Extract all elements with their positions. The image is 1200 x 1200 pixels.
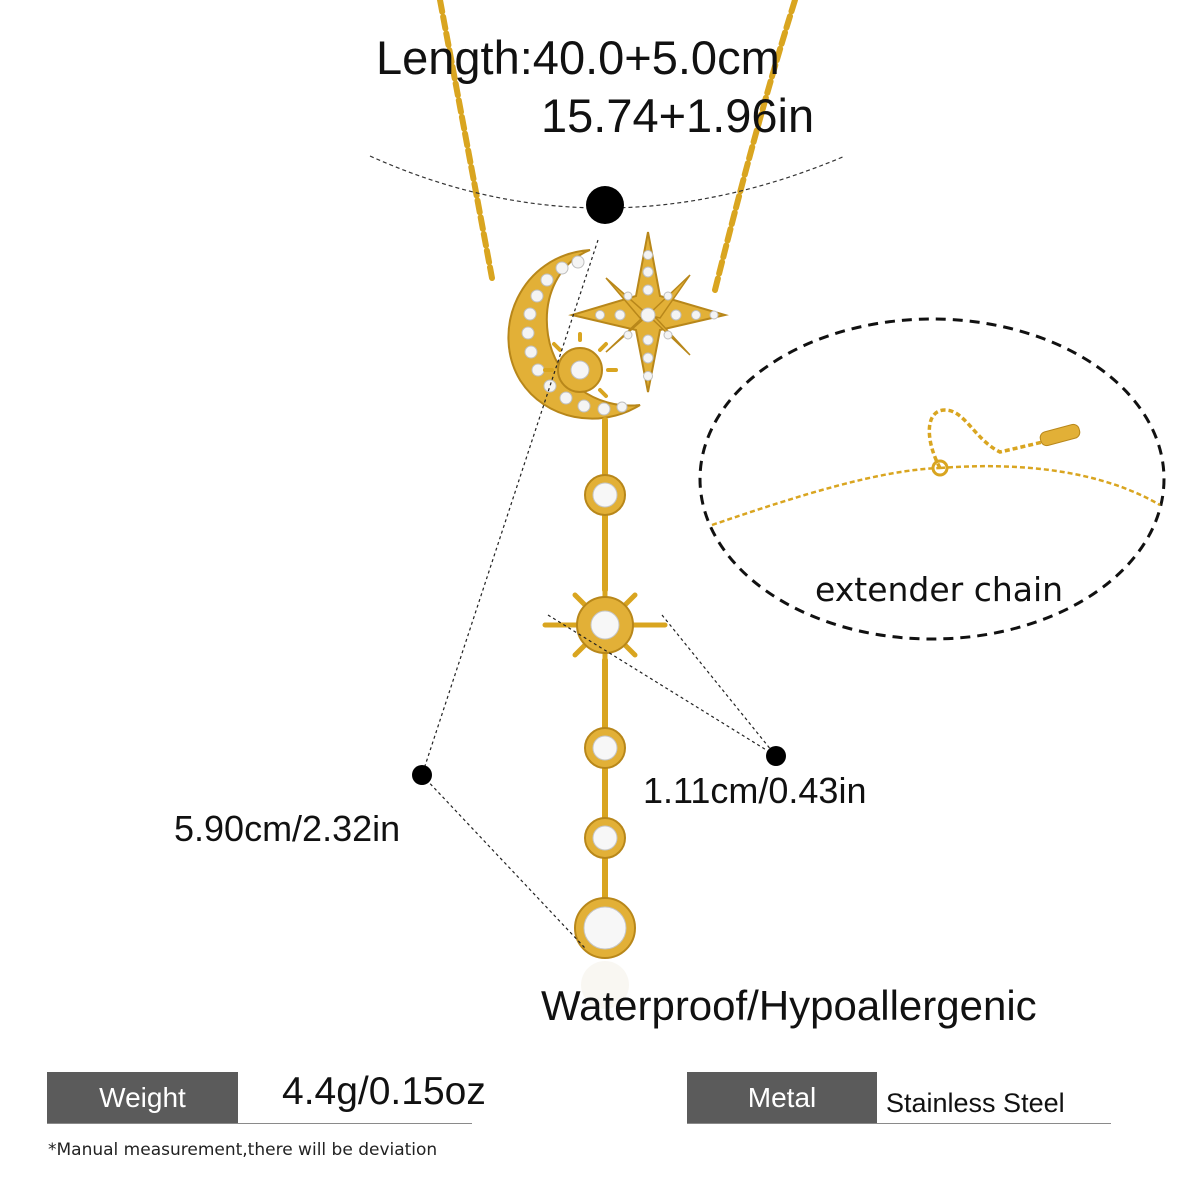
necklace-chain <box>437 0 798 293</box>
length-in-text: 15.74+1.96in <box>541 89 815 142</box>
length-measure-dot <box>586 186 624 224</box>
length-cm-text: Length:40.0+5.0cm <box>376 31 780 84</box>
pendant-measure-lines <box>421 239 777 949</box>
pendant-length-text: 5.90cm/2.32in <box>174 808 401 849</box>
star-charm <box>568 231 729 393</box>
weight-value: 4.4g/0.15oz <box>282 1070 486 1113</box>
features-text: Waterproof/Hypoallergenic <box>541 982 1037 1029</box>
pendant-drop <box>574 417 636 1009</box>
metal-divider <box>687 1123 1111 1124</box>
moon-charm <box>507 249 641 420</box>
pendant-measure-dot <box>412 765 432 785</box>
small-sun-charm <box>543 332 618 398</box>
charm-size-text: 1.11cm/0.43in <box>643 770 867 811</box>
weight-label: Weight <box>47 1072 238 1123</box>
extender-chain-label: extender chain <box>815 570 1064 609</box>
weight-divider <box>47 1123 472 1124</box>
disclaimer-text: *Manual measurement,there will be deviat… <box>48 1140 438 1160</box>
sun-charm <box>542 577 668 673</box>
metal-value: Stainless Steel <box>886 1088 1065 1118</box>
charm-measure-dot <box>766 746 786 766</box>
metal-label: Metal <box>687 1072 877 1123</box>
extender-chain-detail <box>698 317 1166 641</box>
